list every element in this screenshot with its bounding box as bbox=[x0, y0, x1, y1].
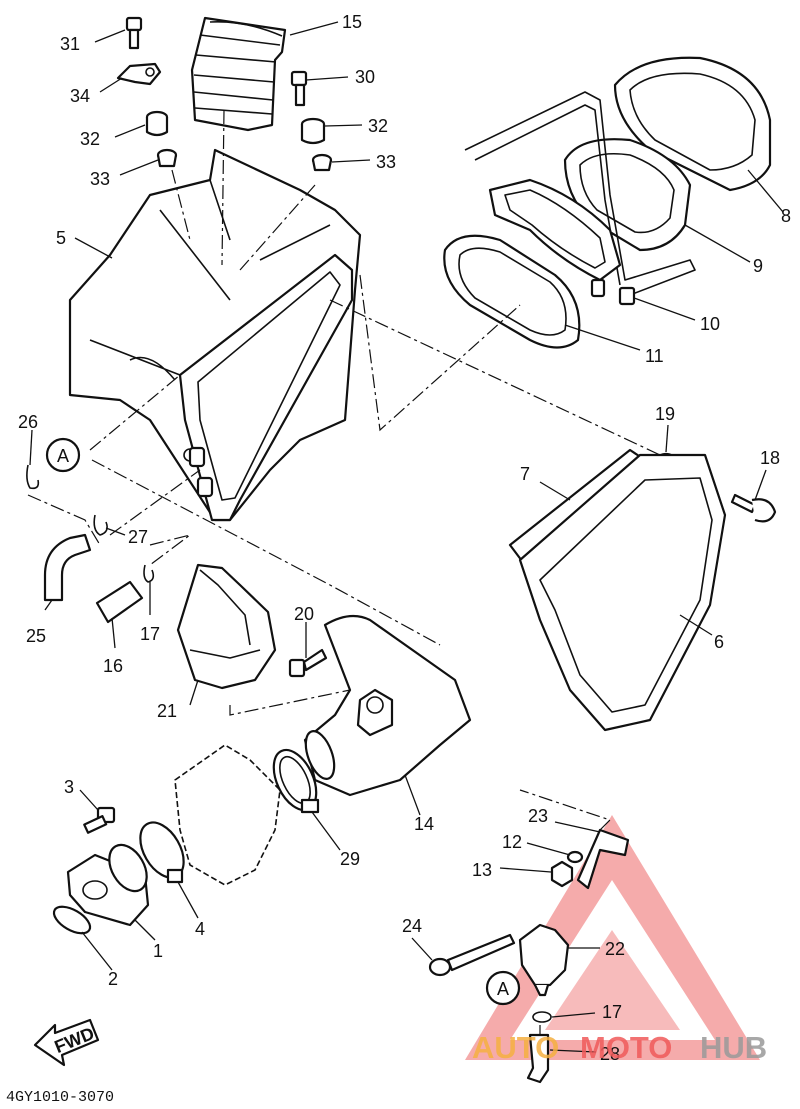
label-12: 12 bbox=[502, 832, 522, 852]
watermark-text: AUTO MOTO HUB bbox=[472, 1030, 767, 1065]
label-15: 15 bbox=[342, 12, 362, 32]
carburetor-outline bbox=[174, 744, 281, 886]
screw-18 bbox=[730, 493, 777, 523]
gasket-11 bbox=[443, 234, 581, 349]
grommet-32-right bbox=[300, 117, 326, 145]
grommet-32-left bbox=[145, 110, 169, 137]
label-23: 23 bbox=[528, 806, 548, 826]
label-28: 28 bbox=[600, 1044, 620, 1064]
label-4: 4 bbox=[195, 919, 205, 939]
label-14: 14 bbox=[414, 814, 434, 834]
label-27: 27 bbox=[128, 527, 148, 547]
collar-33-right bbox=[311, 153, 333, 172]
clamp-4 bbox=[139, 821, 185, 884]
label-17: 17 bbox=[140, 624, 160, 644]
label-7: 7 bbox=[520, 464, 530, 484]
plug-16 bbox=[95, 580, 144, 624]
svg-text:A: A bbox=[497, 979, 509, 999]
label-5: 5 bbox=[56, 228, 66, 248]
screws-10 bbox=[590, 278, 636, 306]
nut-13 bbox=[550, 860, 574, 888]
watermark-text-moto: MOTO bbox=[580, 1030, 672, 1065]
label-10: 10 bbox=[700, 314, 720, 334]
bolt-24 bbox=[428, 933, 516, 977]
diagram-code: 4GY1010-3070 bbox=[6, 1089, 114, 1106]
leader-lines bbox=[29, 21, 784, 1053]
label-30: 30 bbox=[355, 67, 375, 87]
label-13: 13 bbox=[472, 860, 492, 880]
bolt-3 bbox=[83, 806, 116, 834]
air-box-case-5 bbox=[68, 148, 362, 522]
label-31: 31 bbox=[60, 34, 80, 54]
label-22: 22 bbox=[605, 939, 625, 959]
label-9: 9 bbox=[753, 256, 763, 276]
label-24: 24 bbox=[402, 916, 422, 936]
label-34: 34 bbox=[70, 86, 90, 106]
label-18: 18 bbox=[760, 448, 780, 468]
label-3: 3 bbox=[64, 777, 74, 797]
label-25: 25 bbox=[26, 626, 46, 646]
label-8: 8 bbox=[781, 206, 791, 226]
label-32: 32 bbox=[368, 116, 388, 136]
o-ring-2 bbox=[52, 905, 92, 935]
label-33: 33 bbox=[376, 152, 396, 172]
clip-27 bbox=[93, 514, 108, 536]
clip-26 bbox=[26, 464, 40, 490]
cover-6 bbox=[518, 453, 727, 732]
callout-a-lower: A bbox=[485, 970, 521, 1006]
label-20: 20 bbox=[294, 604, 314, 624]
label-1: 1 bbox=[153, 941, 163, 961]
nut-12 bbox=[566, 850, 584, 864]
part-labels: 31 34 32 33 15 30 32 33 5 8 9 10 11 26 1… bbox=[18, 12, 791, 1064]
watermark-logo bbox=[465, 815, 760, 1060]
filter-foam-8 bbox=[613, 56, 772, 192]
bolt-20 bbox=[288, 648, 328, 678]
clip-17-lower bbox=[532, 1011, 552, 1023]
assembly-lines bbox=[27, 109, 661, 1035]
fwd-arrow-icon: FWD bbox=[33, 1018, 100, 1067]
watermark-text-auto: AUTO bbox=[472, 1030, 559, 1065]
callout-a-upper: A bbox=[45, 437, 81, 473]
cover-21 bbox=[176, 563, 277, 690]
label-33: 33 bbox=[90, 169, 110, 189]
svg-text:A: A bbox=[57, 446, 69, 466]
label-17: 17 bbox=[602, 1002, 622, 1022]
watermark-text-hub: HUB bbox=[700, 1030, 767, 1065]
label-32: 32 bbox=[80, 129, 100, 149]
label-21: 21 bbox=[157, 701, 177, 721]
intake-boot-15 bbox=[190, 16, 287, 132]
label-16: 16 bbox=[103, 656, 123, 676]
label-26: 26 bbox=[18, 412, 38, 432]
bolt-31 bbox=[125, 16, 143, 50]
label-29: 29 bbox=[340, 849, 360, 869]
collar-33-left bbox=[156, 148, 178, 168]
hose-28 bbox=[526, 1033, 550, 1084]
joint-14 bbox=[303, 614, 472, 797]
bracket-34 bbox=[116, 62, 162, 86]
filter-guide-frame bbox=[464, 91, 696, 296]
breather-22 bbox=[518, 923, 570, 997]
label-6: 6 bbox=[714, 632, 724, 652]
hose-25 bbox=[43, 533, 92, 602]
label-19: 19 bbox=[655, 404, 675, 424]
manifold-1 bbox=[66, 843, 150, 927]
label-2: 2 bbox=[108, 969, 118, 989]
clip-17-upper bbox=[143, 564, 155, 583]
label-11: 11 bbox=[645, 346, 664, 366]
bolt-30 bbox=[290, 70, 308, 107]
